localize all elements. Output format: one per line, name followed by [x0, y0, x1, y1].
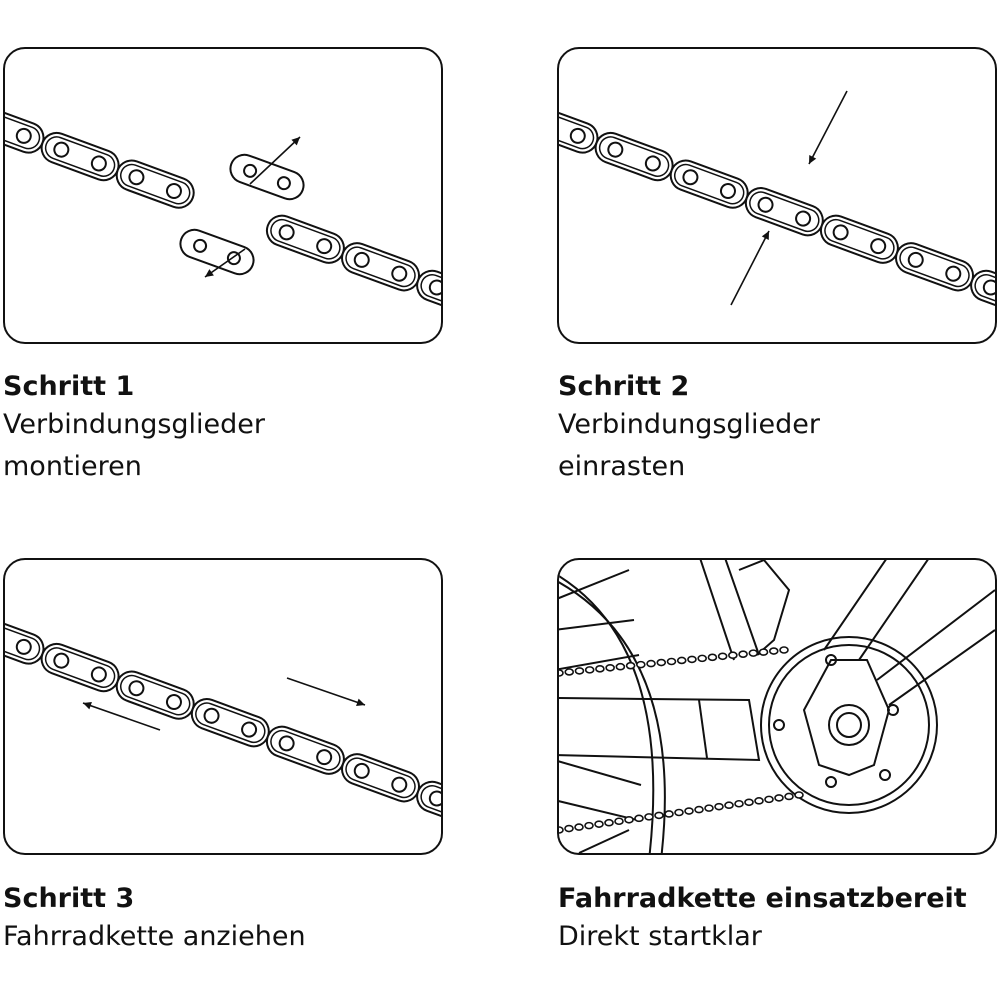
- chain-bead: [744, 798, 754, 807]
- link-plate: [229, 153, 305, 201]
- step-description-line: Verbindungsglieder: [3, 409, 266, 440]
- chain-link: [265, 725, 345, 775]
- chain-drawing: [5, 104, 441, 319]
- chain-link: [40, 642, 120, 693]
- chain-bead: [564, 824, 574, 833]
- step-3-illustration-panel: [3, 558, 443, 855]
- chain-bead: [684, 807, 694, 815]
- chain-bead: [574, 667, 585, 675]
- chain-bead: [664, 810, 674, 818]
- chain-bead: [748, 649, 759, 657]
- chain-bead: [656, 658, 667, 667]
- step-4-illustration-panel: [557, 558, 997, 855]
- step-2-caption: Schritt 2 Verbindungsglieder einrasten: [558, 370, 998, 488]
- chain-bead: [674, 808, 684, 817]
- chain-drawing: [5, 615, 441, 830]
- step-description-line: montieren: [3, 451, 142, 482]
- chain-tension-icon: [5, 615, 441, 830]
- chain-bead: [697, 654, 707, 663]
- chain-bead: [707, 653, 718, 662]
- bike-drivetrain-icon: [559, 560, 995, 853]
- press-arrows: [730, 90, 848, 306]
- step-description-line: Verbindungsglieder: [558, 409, 821, 440]
- chain-bead: [758, 648, 769, 656]
- chain-bead: [779, 646, 789, 654]
- step-description-line: einrasten: [558, 451, 686, 482]
- chain-link: [970, 269, 995, 319]
- chain-bead: [654, 811, 664, 820]
- chain-bead: [768, 647, 779, 655]
- chain-bead: [594, 820, 604, 828]
- chain-bead: [717, 652, 728, 661]
- chain-snap-icon: [559, 90, 995, 319]
- chain-link: [115, 159, 195, 209]
- chain-link: [40, 131, 120, 182]
- chain-bead: [738, 650, 748, 658]
- step-3-caption: Schritt 3 Fahrradkette anziehen: [3, 882, 443, 958]
- chain-bead: [784, 792, 794, 801]
- chain-link: [190, 698, 270, 748]
- chain-link: [265, 214, 345, 264]
- chain-link: [341, 242, 420, 292]
- chain-bead: [559, 826, 564, 834]
- chain-link: [895, 242, 974, 292]
- chain-bead: [764, 795, 774, 804]
- chain-bead: [605, 663, 615, 672]
- chain-bead: [584, 821, 594, 830]
- chain-bead: [666, 657, 677, 666]
- step-description-line: Direkt startklar: [558, 921, 762, 952]
- chain-bead: [754, 797, 764, 805]
- chain-link: [669, 159, 749, 209]
- step-1-caption: Schritt 1 Verbindungsglieder montieren: [3, 370, 443, 488]
- bike-chain: [559, 646, 804, 834]
- pull-arrows: [82, 677, 366, 731]
- chain-bead: [559, 669, 564, 677]
- step-description-line: Fahrradkette anziehen: [3, 921, 306, 952]
- chain-bead: [564, 668, 575, 676]
- chain-bead: [624, 815, 634, 824]
- chain-link: [594, 131, 674, 182]
- chain-link: [416, 269, 441, 319]
- chain-bead: [724, 801, 734, 810]
- chain-bead: [728, 651, 738, 660]
- chain-link: [341, 753, 420, 803]
- step-4-caption: Fahrradkette einsatzbereit Direkt startk…: [558, 882, 998, 958]
- chain-bead: [687, 655, 697, 664]
- link-plate: [179, 228, 255, 276]
- chain-link: [115, 670, 195, 720]
- chain-bead: [794, 791, 804, 799]
- chain-bead: [614, 817, 624, 826]
- bike-frame: [559, 560, 995, 853]
- step-2-illustration-panel: [557, 47, 997, 344]
- chain-bead: [604, 818, 614, 827]
- chain-bead: [615, 662, 626, 671]
- chain-bead: [595, 665, 605, 673]
- step-title: Schritt 3: [3, 883, 135, 914]
- chain-bead: [636, 660, 646, 669]
- chain-bead: [714, 802, 724, 811]
- chain-bead: [584, 666, 595, 674]
- loose-link-plates: [179, 153, 305, 276]
- step-title: Fahrradkette einsatzbereit: [558, 883, 967, 914]
- step-title: Schritt 2: [558, 371, 690, 402]
- chain-bead: [676, 656, 687, 665]
- chain-bead: [634, 814, 644, 823]
- chain-bead: [574, 823, 584, 831]
- chain-link: [819, 214, 899, 264]
- step-1-illustration-panel: [3, 47, 443, 344]
- chain-bead: [694, 805, 704, 814]
- step-title: Schritt 1: [3, 371, 135, 402]
- chain-drawing: [559, 104, 995, 319]
- chain-bead: [646, 659, 656, 668]
- chain-bead: [625, 661, 636, 670]
- chain-connecting-link-icon: [5, 104, 441, 319]
- chain-bead: [644, 813, 654, 821]
- chain-link: [744, 187, 824, 237]
- chain-bead: [734, 799, 744, 808]
- chain-link: [416, 780, 441, 830]
- movement-arrows: [204, 136, 301, 278]
- chain-bead: [704, 804, 714, 812]
- chain-bead: [774, 794, 784, 802]
